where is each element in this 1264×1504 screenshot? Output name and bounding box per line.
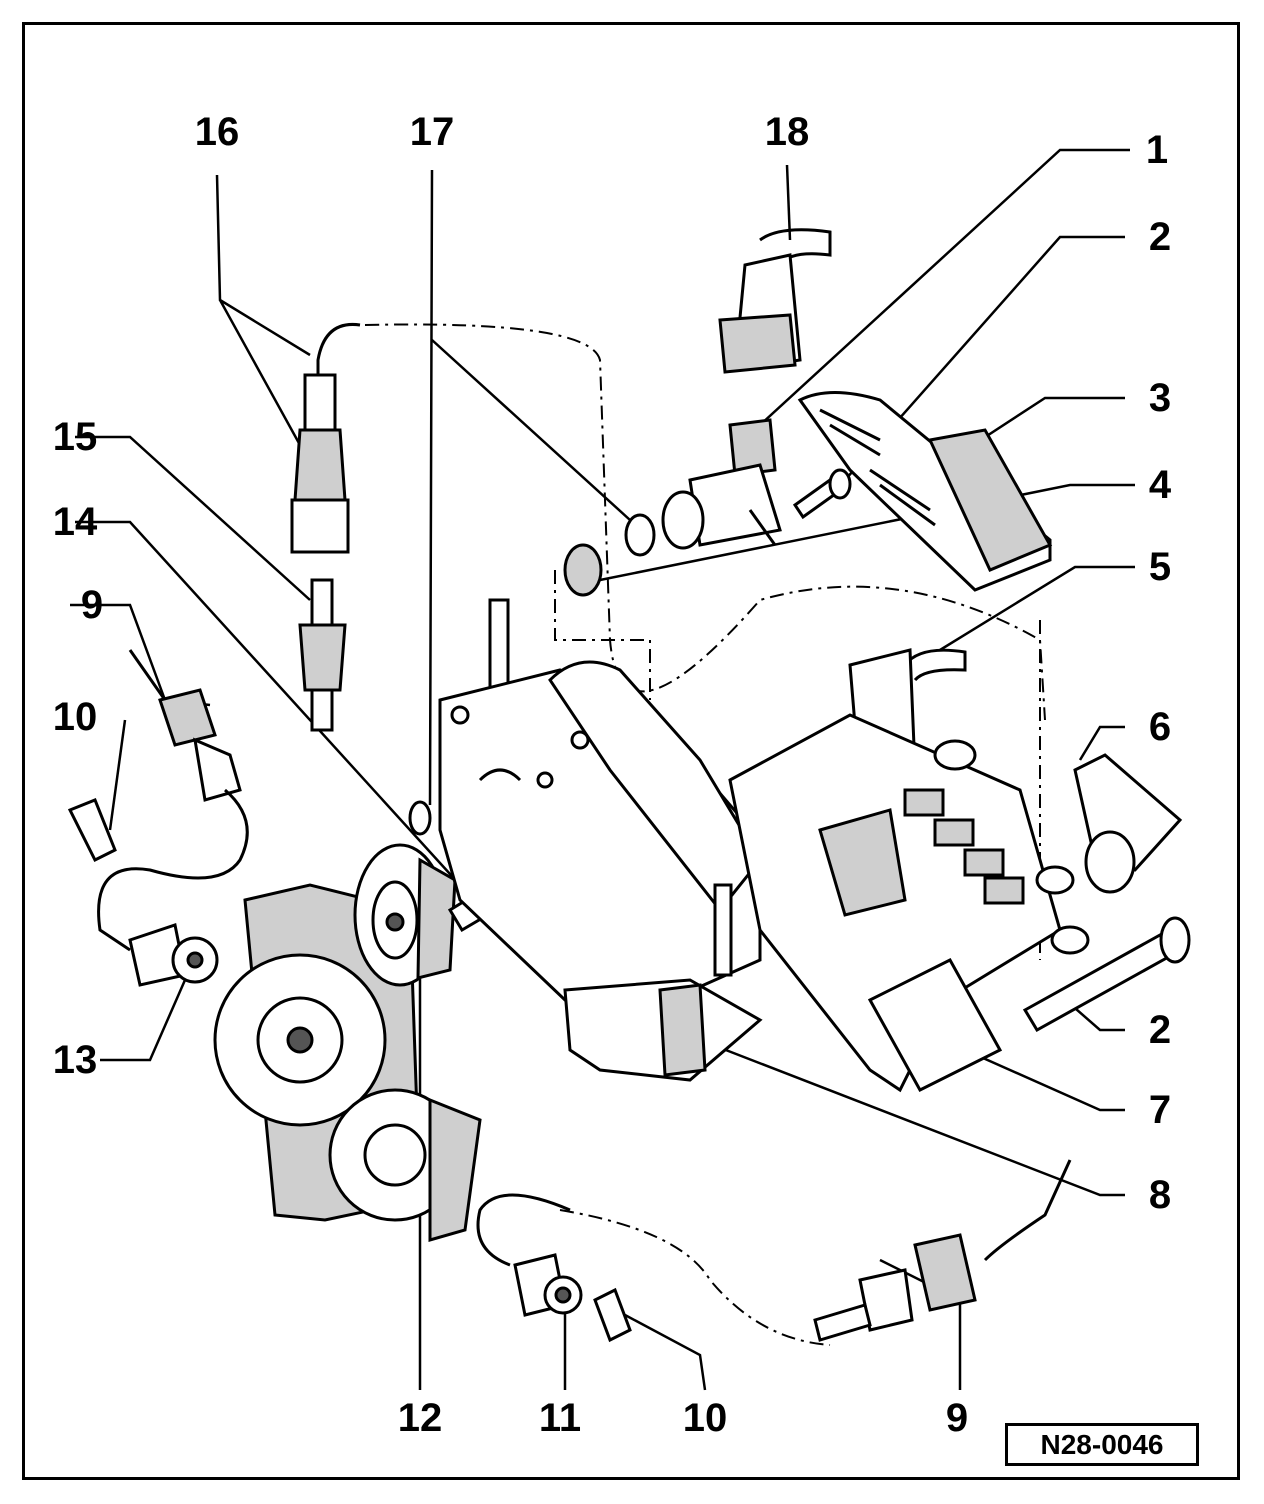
bolt-10-lower [593,1287,632,1343]
callout-9-upper: 9 [80,583,104,627]
callout-10-lower: 10 [682,1396,728,1440]
callout-3: 3 [1148,376,1172,420]
callout-7: 7 [1148,1088,1172,1132]
callout-5: 5 [1148,545,1172,589]
drive-gear-12 [353,843,457,987]
callout-10-upper: 10 [52,695,98,739]
callout-6: 6 [1148,705,1172,749]
leader-10a [108,719,127,831]
callout-1: 1 [1145,128,1169,172]
spark-plug-15 [298,578,347,732]
callout-15: 15 [52,415,98,459]
housing-bracket [438,598,763,1082]
callout-8: 8 [1148,1173,1172,1217]
leader-6 [1078,725,1125,761]
bolt-10-upper [67,798,117,863]
ignition-module-7 [728,713,1090,1093]
cover-plate-3 [797,391,1053,592]
o-ring-17-upper [624,513,656,557]
callout-11: 11 [538,1396,582,1440]
leader-18 [785,164,792,241]
callout-2-upper: 2 [1148,215,1172,259]
reference-code-box: N28-0046 [1005,1423,1199,1466]
connector-plug-18 [718,228,832,374]
leader-5 [939,565,1135,652]
bolt-2-lower [1022,916,1191,1033]
guide-line-lower [559,1209,831,1346]
callout-17: 17 [409,110,455,154]
leader-13 [100,979,187,1062]
callout-12: 12 [397,1396,443,1440]
callout-14: 14 [52,500,98,544]
callout-13: 13 [52,1038,98,1082]
leader-15 [75,435,311,601]
seal-ring-4 [563,543,603,597]
callout-2-lower: 2 [1148,1008,1172,1052]
leader-2a [844,235,1125,481]
sensor-1 [661,418,782,550]
reference-code: N28-0046 [1040,1428,1164,1460]
lambda-probe-16 [290,322,361,554]
leader-1 [759,148,1130,426]
callout-4: 4 [1148,463,1172,507]
knock-sensor-11 [476,1193,583,1317]
ignition-lead-cap-6 [1073,753,1183,894]
callout-16: 16 [194,110,240,154]
leader-4 [599,483,1135,582]
leader-14 [75,520,461,886]
callout-18: 18 [764,110,810,154]
leader-17 [428,169,631,806]
temperature-sensor-9-upper [97,649,249,952]
guide-line-left-stack [554,570,651,700]
leader-7 [964,1048,1125,1112]
leader-8 [699,1038,1125,1197]
knock-sensor-13 [128,923,219,987]
leader-16 [215,174,311,446]
guide-line-upper [364,323,1046,721]
o-ring-17-lower [408,800,432,836]
bolt-2-upper [792,468,852,520]
leader-10b [624,1313,707,1391]
callout-9-lower: 9 [945,1396,969,1440]
temperature-sensor-9-lower [813,1159,1072,1342]
